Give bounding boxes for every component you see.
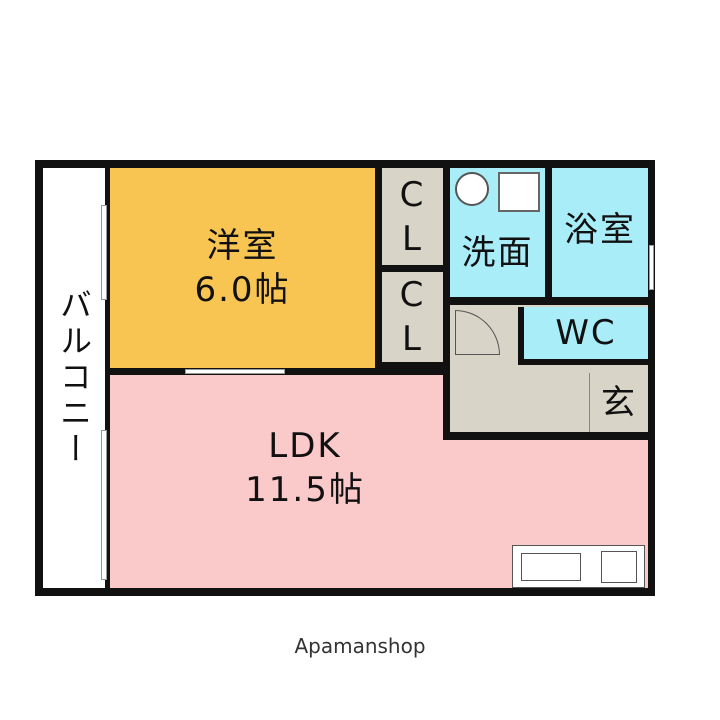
kitchen-counter — [512, 545, 645, 588]
western-room-name: 洋室 — [206, 226, 279, 266]
washroom-label: 洗面 — [461, 233, 534, 273]
entrance-label: 玄 — [601, 382, 637, 423]
brand-footer: Apamanshop — [294, 634, 426, 658]
western-room: 洋室 6.0帖 — [110, 168, 375, 368]
floor-plan: バルコニー 洋室 6.0帖 C L C L 洗面 浴室 WC 玄 LDK 11.… — [35, 160, 655, 596]
stove-icon — [601, 551, 637, 583]
ldk-size: 11.5帖 — [245, 470, 365, 510]
closet-label: C — [399, 174, 426, 215]
ldk-name: LDK — [268, 426, 342, 466]
closet-label: L — [402, 218, 423, 259]
balcony-label: バルコニー — [55, 288, 93, 468]
balcony: バルコニー — [43, 168, 105, 588]
closet-top: C L — [382, 168, 443, 265]
window — [649, 245, 654, 290]
entrance: 玄 — [589, 373, 648, 432]
washing-machine-space — [498, 172, 540, 212]
window — [185, 369, 285, 374]
closet-label: L — [402, 319, 423, 359]
closet-bottom: C L — [382, 272, 443, 362]
closet-label: C — [399, 275, 426, 315]
window — [101, 430, 107, 580]
bathroom: 浴室 — [552, 168, 648, 297]
wc: WC — [518, 307, 648, 365]
bathroom-label: 浴室 — [564, 210, 636, 250]
window — [101, 205, 107, 300]
western-room-size: 6.0帖 — [194, 270, 291, 310]
ldk-label-group: LDK 11.5帖 — [205, 418, 405, 518]
sink-icon — [521, 553, 581, 581]
washbasin-icon — [455, 172, 489, 206]
wc-label: WC — [555, 313, 617, 353]
